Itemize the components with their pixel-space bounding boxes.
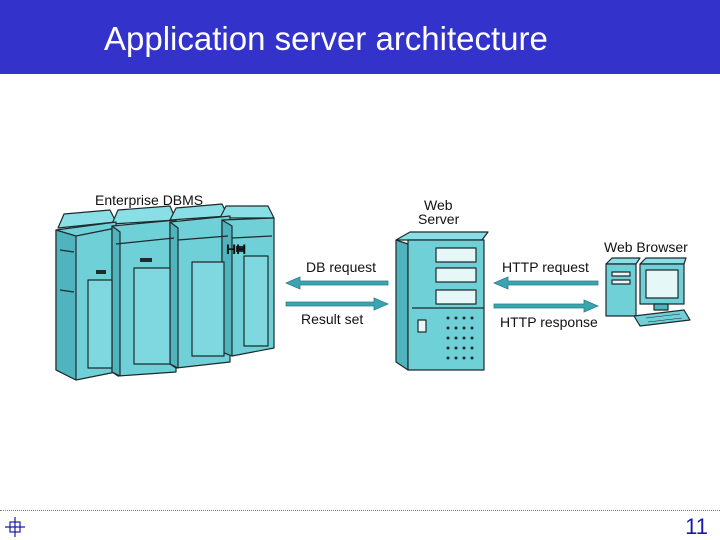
result-set-arrow [285, 297, 390, 311]
http-response-label: HTTP response [500, 314, 598, 330]
http-request-arrow [492, 276, 599, 290]
page-number: 11 [685, 514, 708, 539]
web-server-label-line2: Server [418, 211, 460, 227]
title-bar: Application server architecture [0, 0, 720, 74]
crosshair-square-icon [5, 517, 25, 537]
web-server-label-line1: Web [424, 197, 453, 213]
http-request-label: HTTP request [502, 259, 589, 275]
dbms-marking: HH [226, 241, 246, 257]
footer-divider [0, 510, 720, 511]
result-set-label: Result set [301, 311, 363, 327]
slide-title: Application server architecture [104, 20, 548, 57]
enterprise-dbms-icon [55, 203, 275, 381]
http-response-arrow [493, 299, 600, 313]
web-browser-icon [605, 257, 691, 327]
browser-label: Web Browser [604, 239, 688, 255]
db-request-arrow [284, 276, 389, 290]
web-server-icon [395, 231, 489, 371]
db-request-label: DB request [306, 259, 376, 275]
dbms-label: Enterprise DBMS [95, 192, 203, 208]
